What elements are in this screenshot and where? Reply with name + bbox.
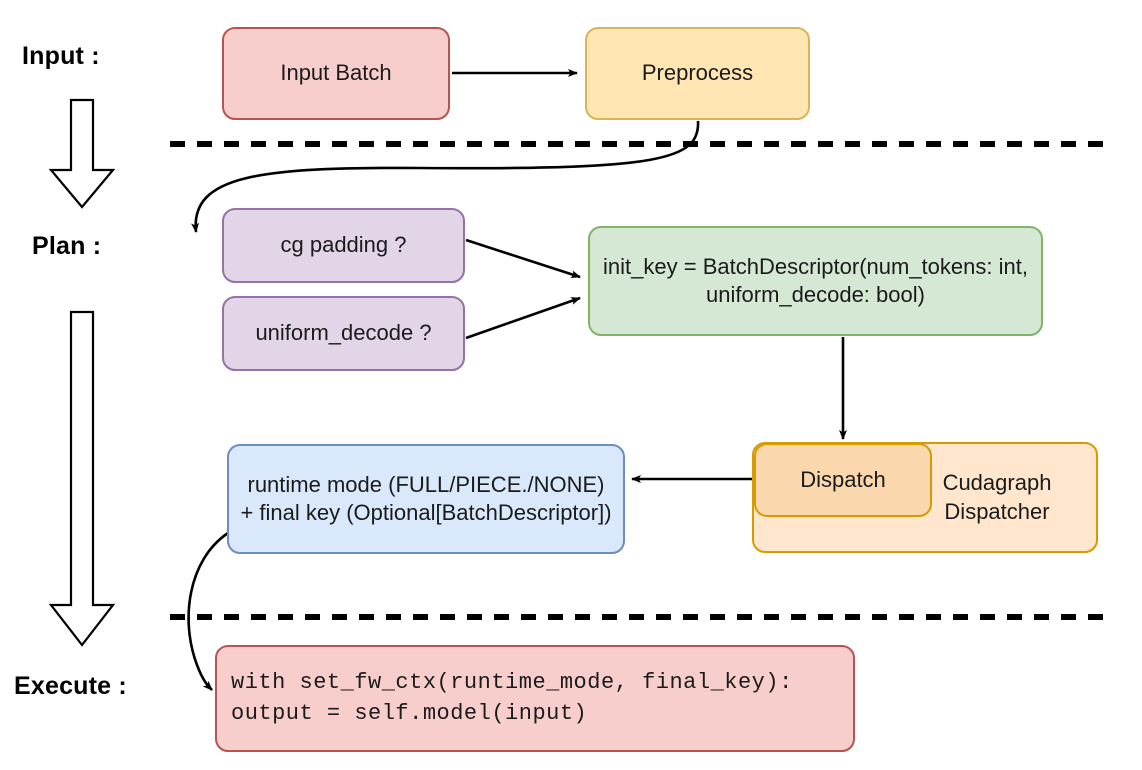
node-runtime-mode-label: runtime mode (FULL/PIECE./NONE) + final … [240, 471, 612, 525]
block-arrow-input-to-plan [48, 98, 116, 209]
node-execute-code-label: with set_fw_ctx(runtime_mode, final_key)… [231, 669, 793, 726]
node-uniform-decode-label: uniform_decode ? [255, 320, 432, 346]
node-init-key[interactable]: init_key = BatchDescriptor(num_tokens: i… [588, 226, 1043, 336]
stage-label-plan: Plan : [32, 232, 102, 260]
node-execute-code[interactable]: with set_fw_ctx(runtime_mode, final_key)… [215, 645, 855, 752]
connector-cg-padding-to-init-key [465, 238, 581, 279]
node-cg-padding-label: cg padding ? [280, 232, 407, 258]
node-preprocess-label: Preprocess [641, 60, 754, 86]
node-dispatch-label: Dispatch [800, 466, 886, 492]
block-arrow-plan-to-execute [48, 310, 116, 647]
connector-uniform-decode-to-init-key [465, 296, 581, 340]
node-runtime-mode[interactable]: runtime mode (FULL/PIECE./NONE) + final … [227, 444, 625, 554]
node-input-batch[interactable]: Input Batch [222, 27, 450, 120]
node-cg-padding[interactable]: cg padding ? [222, 208, 465, 283]
node-input-batch-label: Input Batch [280, 60, 392, 86]
node-preprocess[interactable]: Preprocess [585, 27, 810, 120]
node-cudagraph-dispatcher-label: Cudagraph Dispatcher [942, 470, 1052, 524]
stage-label-execute: Execute : [14, 672, 127, 700]
node-init-key-label: init_key = BatchDescriptor(num_tokens: i… [603, 253, 1028, 307]
node-uniform-decode[interactable]: uniform_decode ? [222, 296, 465, 371]
stage-label-input: Input : [22, 42, 100, 70]
node-dispatch[interactable]: Dispatch [754, 443, 932, 517]
